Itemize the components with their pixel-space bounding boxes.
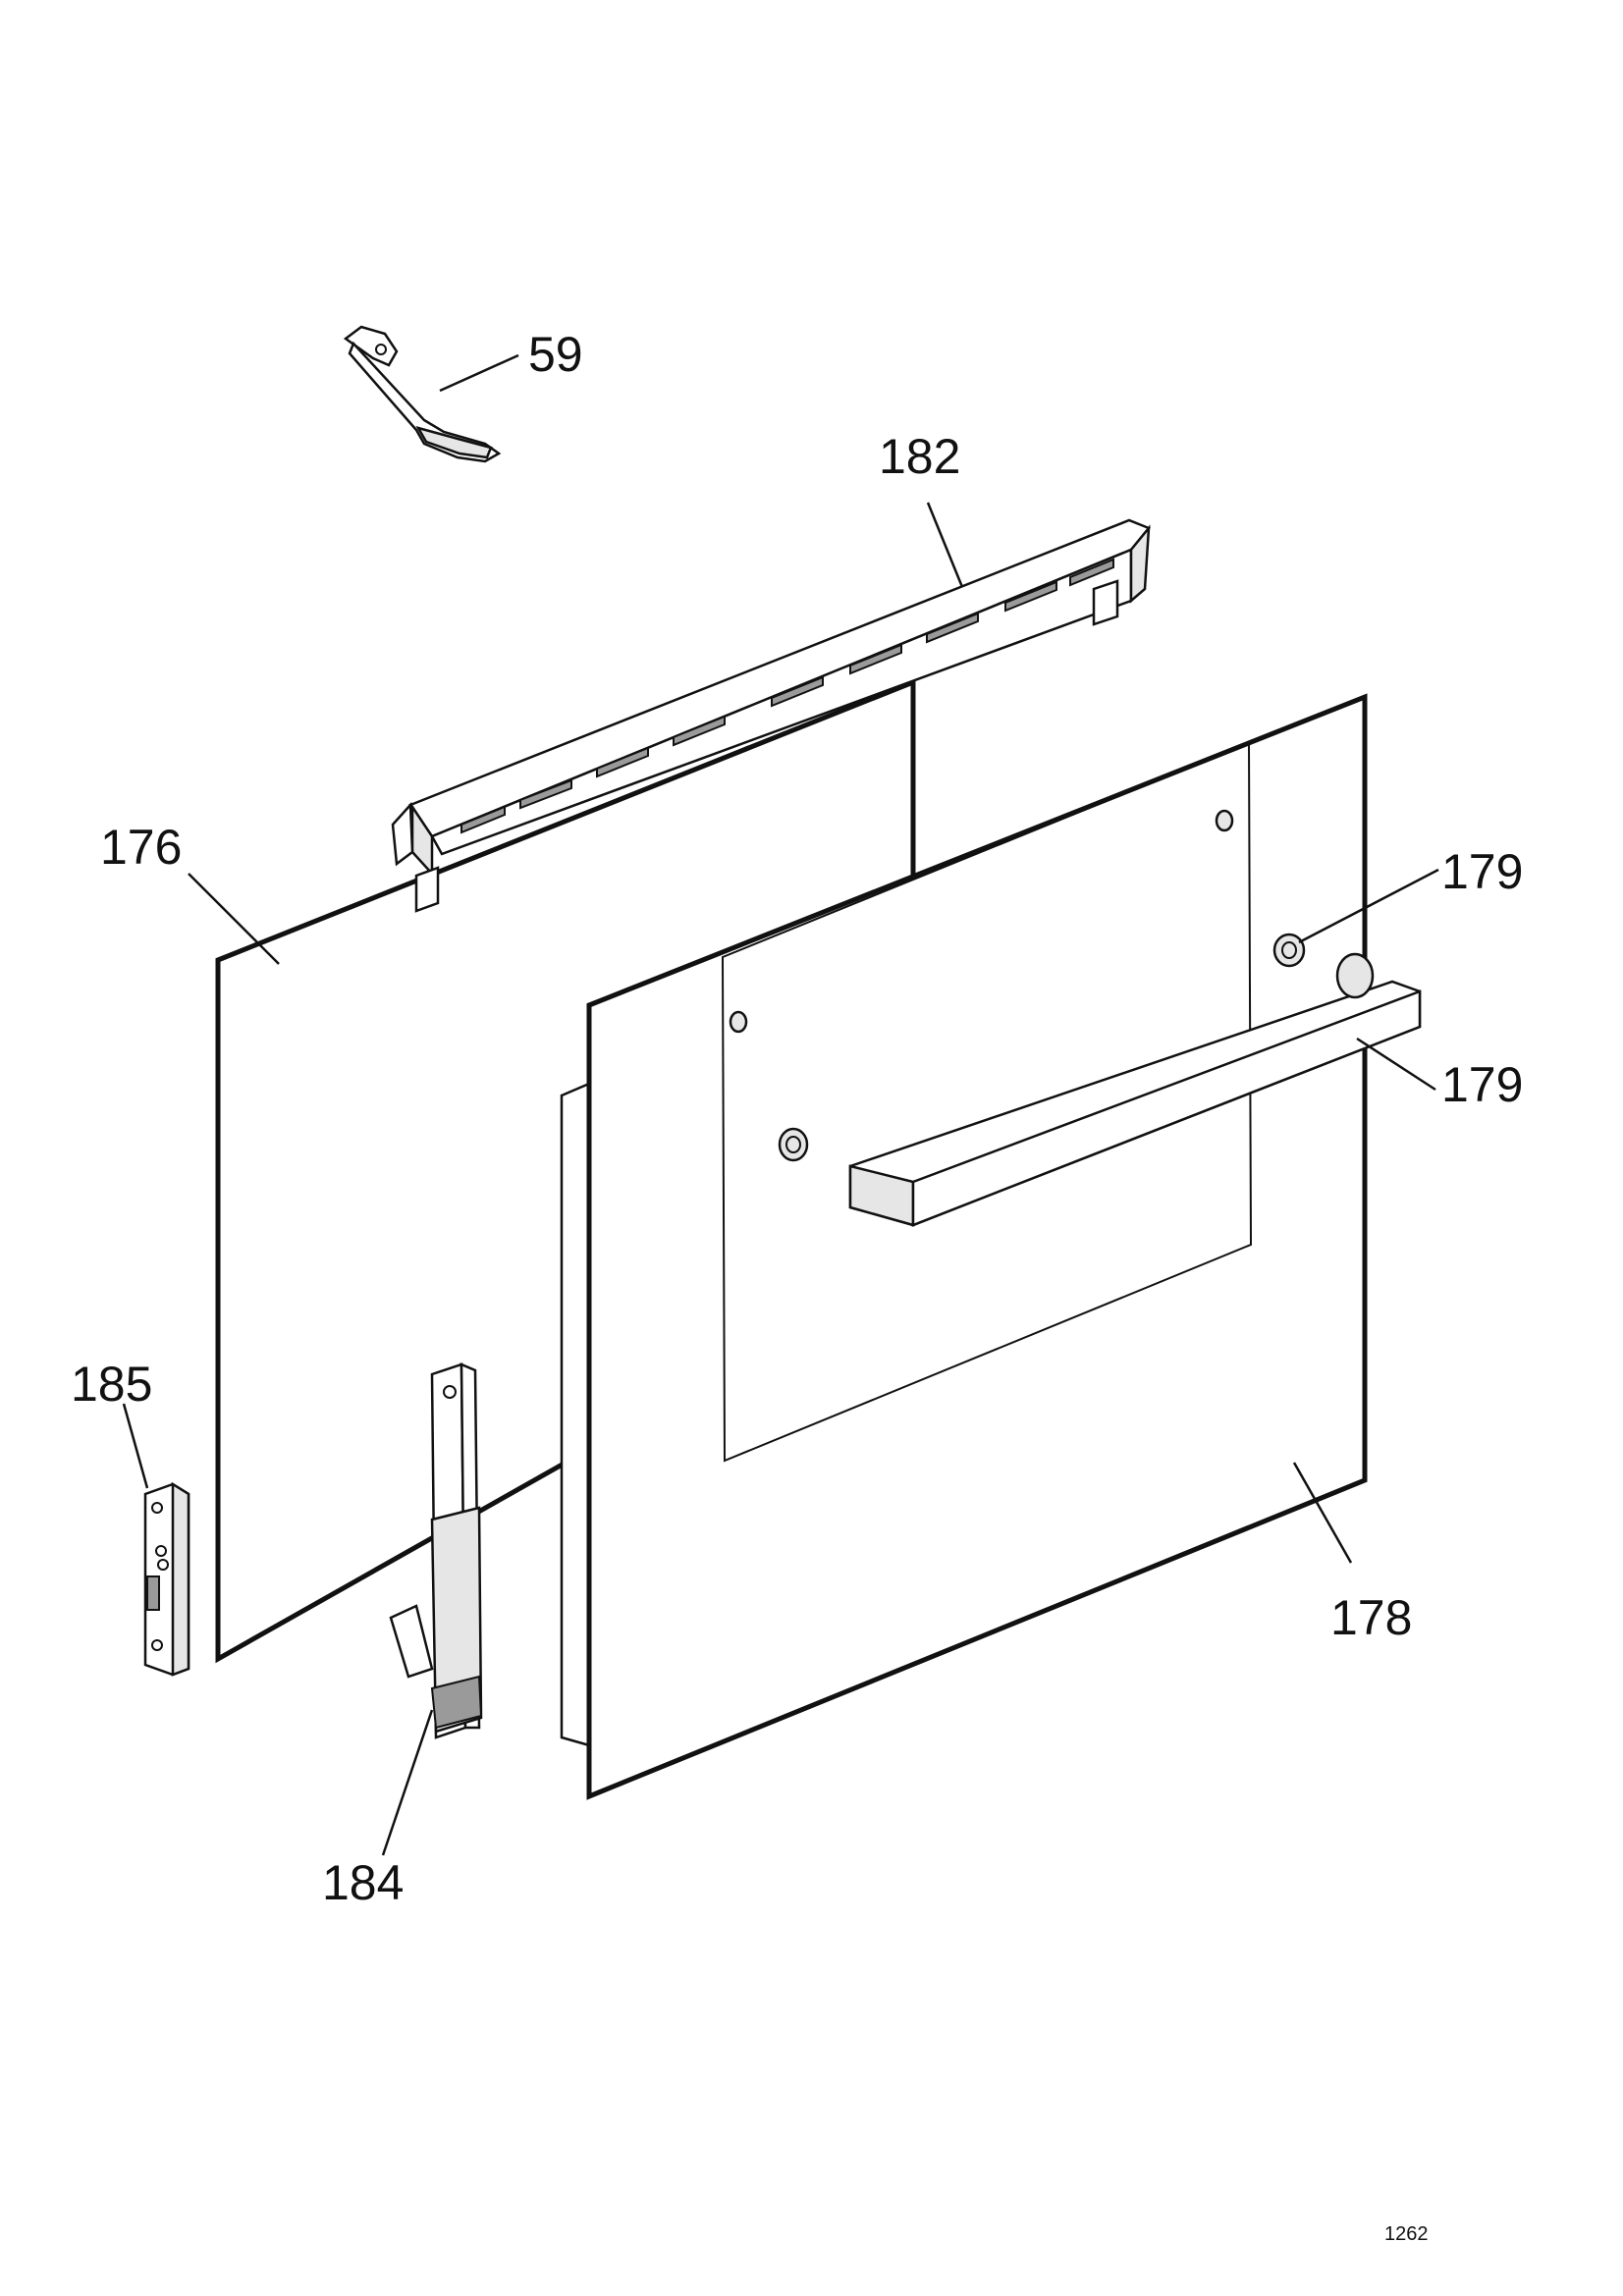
callout-179-top: 179 <box>1441 844 1523 899</box>
leader-184 <box>381 1709 434 1856</box>
callout-176: 176 <box>100 820 182 875</box>
leader-59 <box>439 353 519 393</box>
callout-182: 182 <box>879 429 960 484</box>
leader-179-handle <box>1356 1037 1436 1092</box>
leader-lines <box>122 353 1439 1856</box>
callout-labels: 59 182 176 179 179 185 184 178 <box>71 327 1523 1910</box>
leader-182 <box>926 502 964 588</box>
part-185-latch <box>143 1481 190 1677</box>
callout-179-handle: 179 <box>1441 1057 1523 1112</box>
sheet-number: 1262 <box>1384 2223 1429 2245</box>
part-59-clip <box>343 325 502 463</box>
callout-184: 184 <box>322 1855 404 1910</box>
vent-slots <box>460 558 1114 834</box>
leader-176 <box>188 873 280 965</box>
callout-178: 178 <box>1330 1590 1412 1645</box>
callout-59: 59 <box>528 327 583 382</box>
part-184-hinge <box>389 1362 483 1739</box>
part-179-door-handle <box>848 952 1422 1227</box>
part-182-top-vent-trim <box>391 518 1152 913</box>
part-178-outer-door-panel <box>560 693 1368 1800</box>
leader-185 <box>122 1403 149 1489</box>
callout-185: 185 <box>71 1357 152 1412</box>
leader-179-top <box>1298 868 1439 944</box>
part-179-washer <box>1272 933 1306 968</box>
leader-178 <box>1292 1462 1353 1564</box>
